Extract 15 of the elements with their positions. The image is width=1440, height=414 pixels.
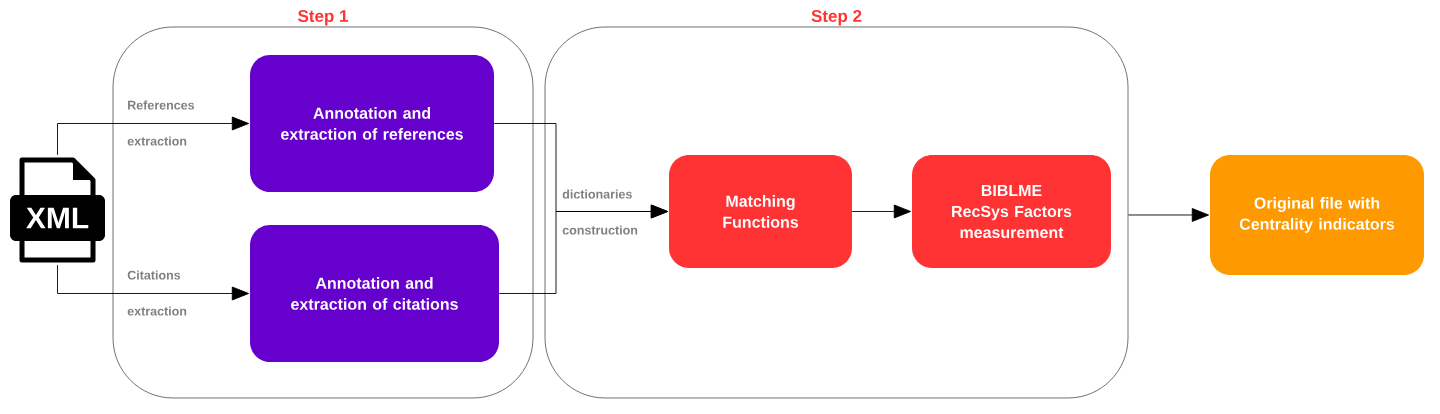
edge-label: References extraction <box>127 100 195 146</box>
process-box: Annotation and extraction of references <box>250 55 494 192</box>
arrow <box>1127 208 1209 222</box>
arrow <box>57 116 250 156</box>
node-label: Step 2 <box>811 9 862 26</box>
process-box: BIBLME RecSys Factors measurement <box>912 155 1111 268</box>
edge-label: dictionaries construction <box>562 189 638 235</box>
arrow <box>498 204 669 294</box>
process-box: Original file with Centrality indicators <box>1210 155 1424 275</box>
process-box: Annotation and extraction of citations <box>250 225 499 362</box>
node-label: Step 1 <box>297 9 349 26</box>
process-box: Matching Functions <box>669 155 852 268</box>
arrow <box>57 264 250 301</box>
arrow <box>851 204 911 219</box>
edge-label: Citations extraction <box>127 270 187 316</box>
